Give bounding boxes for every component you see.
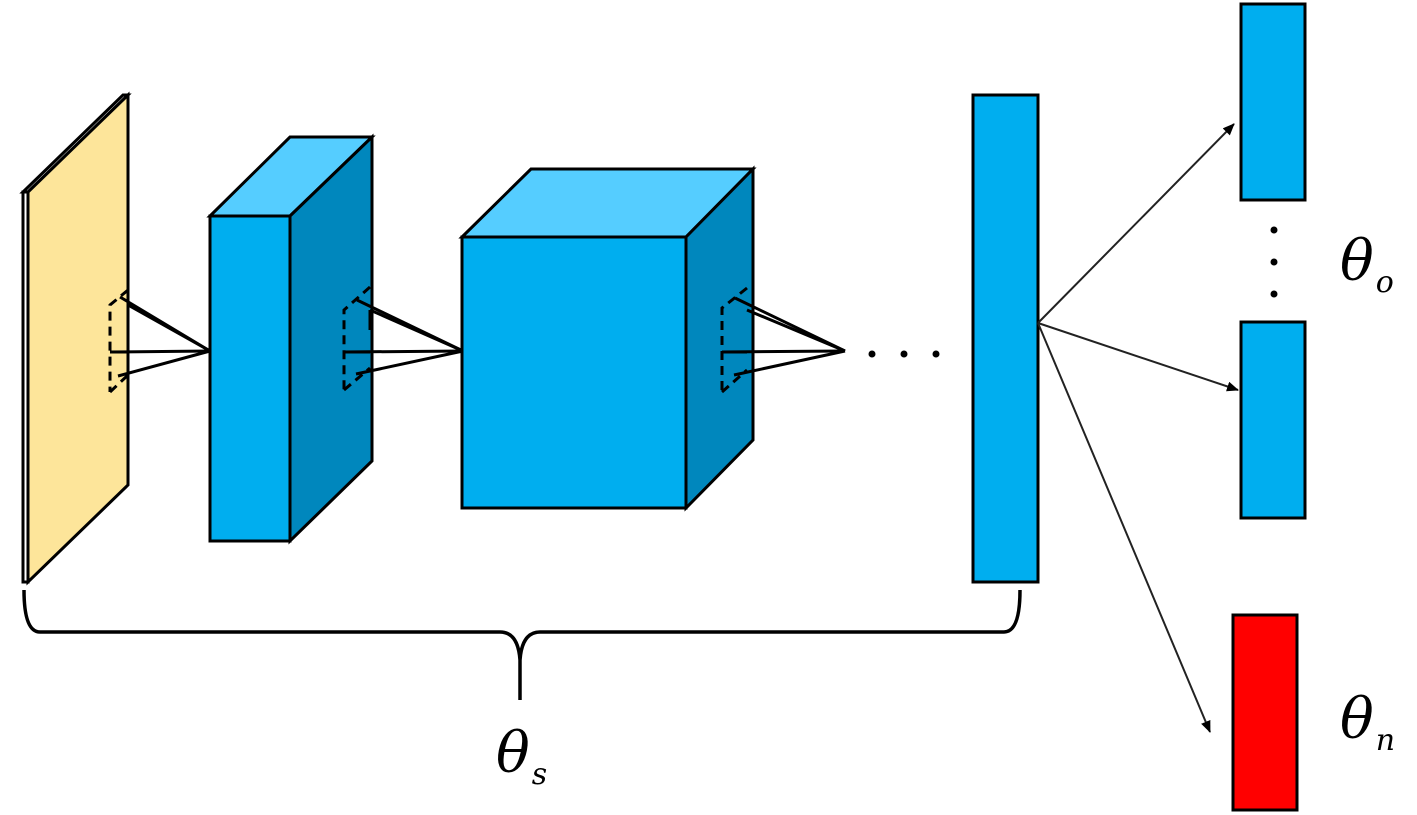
feature-map-2-front (460, 235, 688, 510)
arrow-to-old-task-head-2 (1037, 322, 1239, 392)
conv-kernel-2 (342, 285, 464, 392)
shared-fc-layer (971, 93, 1040, 584)
feature-map-2 (458, 165, 757, 512)
input-image-plane (19, 91, 132, 586)
conv-kernel-3 (720, 286, 846, 394)
old-task-heads-ellipsis (1270, 226, 1278, 298)
shared-params-label: θs (496, 721, 547, 792)
shared-params-brace (22, 589, 1022, 700)
conv-kernel-1 (108, 288, 211, 394)
input-plane-face (26, 91, 130, 586)
feature-map-1-front (208, 214, 292, 543)
new-task-head (1231, 613, 1299, 812)
head-arrows (1037, 123, 1239, 733)
old-task-params-label: θo (1340, 229, 1394, 300)
old-task-head-1 (1239, 2, 1307, 202)
feature-map-1 (206, 133, 376, 545)
old-task-head-2 (1239, 320, 1307, 520)
arrow-to-new-task-head (1037, 322, 1211, 733)
arrow-to-old-task-head-1 (1037, 123, 1235, 324)
new-task-params-label: θn (1340, 687, 1395, 758)
layer-ellipsis (868, 350, 940, 358)
